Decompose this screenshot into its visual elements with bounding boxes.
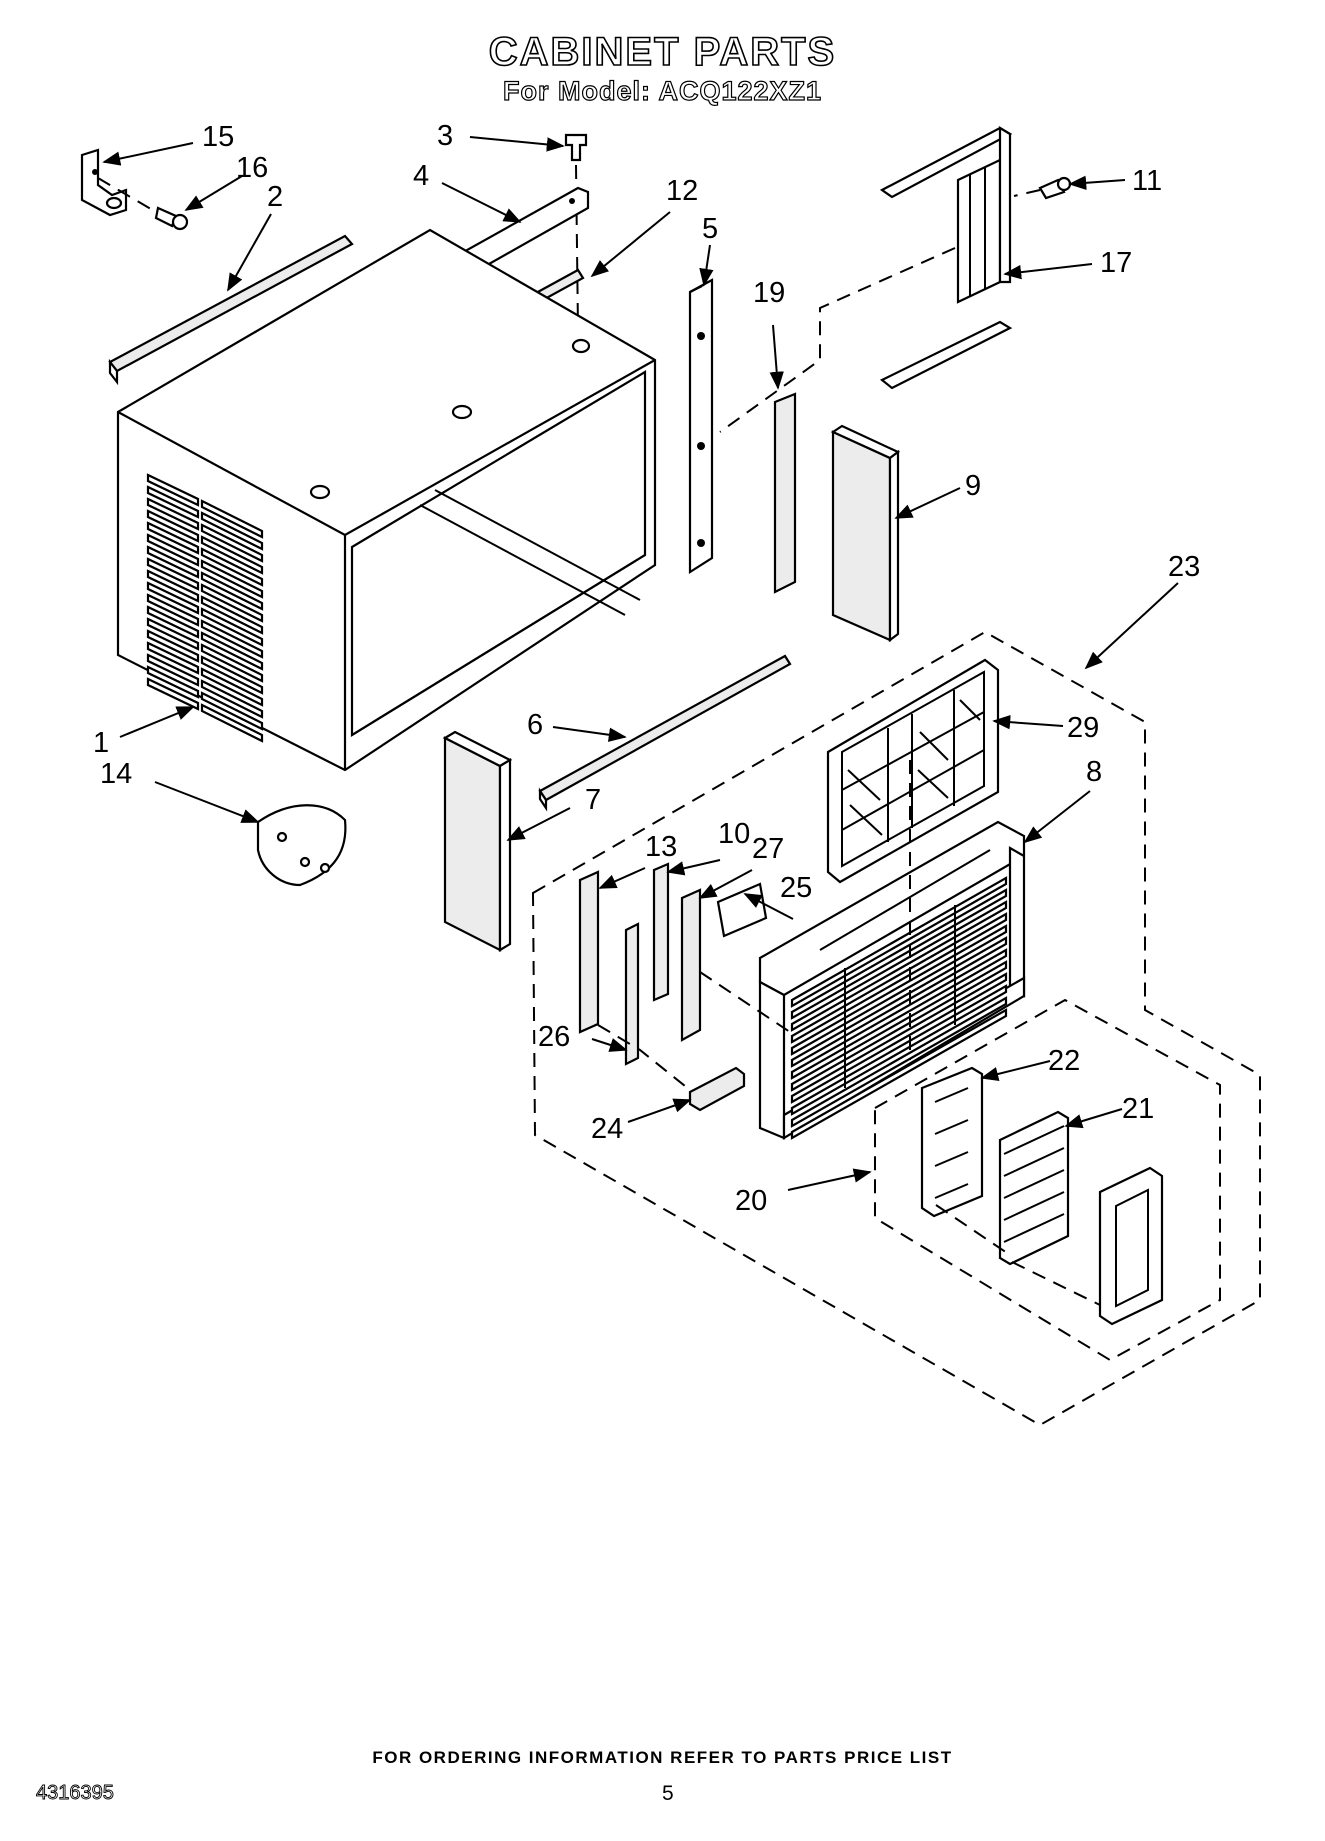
callout-21: 21 bbox=[1122, 1093, 1154, 1125]
callout-7: 7 bbox=[585, 784, 601, 816]
side-foam-panel bbox=[442, 730, 513, 952]
callout-25: 25 bbox=[780, 872, 812, 904]
louver-slat bbox=[146, 533, 264, 599]
grille-slat bbox=[790, 1008, 1008, 1140]
front-grille bbox=[758, 820, 1026, 1140]
callout-13: 13 bbox=[645, 831, 677, 863]
callout-20: 20 bbox=[735, 1185, 767, 1217]
callout-24: 24 bbox=[591, 1113, 623, 1145]
mounting-bracket bbox=[80, 148, 128, 217]
louver-slat bbox=[146, 581, 264, 647]
louver-slat bbox=[146, 557, 264, 623]
callout-9: 9 bbox=[965, 470, 981, 502]
callout-2: 2 bbox=[267, 181, 283, 213]
bottom-rail bbox=[538, 654, 792, 812]
callout-15: 15 bbox=[202, 121, 234, 153]
louver-bracket-22 bbox=[920, 1066, 984, 1218]
side-rail bbox=[108, 234, 354, 386]
foam-strip-10 bbox=[652, 862, 670, 1002]
louver-slat bbox=[146, 569, 264, 635]
air-filter bbox=[826, 658, 1000, 884]
louver-slat bbox=[146, 485, 264, 551]
callout-26: 26 bbox=[538, 1021, 570, 1053]
callout-8: 8 bbox=[1086, 756, 1102, 788]
callout-5: 5 bbox=[702, 213, 718, 245]
page-number: 5 bbox=[662, 1782, 674, 1805]
foam-strip-27 bbox=[680, 888, 702, 1042]
foam-block-24 bbox=[688, 1066, 746, 1112]
callout-6: 6 bbox=[527, 709, 543, 741]
louver-slat bbox=[146, 617, 264, 683]
louver-slat bbox=[146, 653, 264, 719]
frame-screw bbox=[1038, 176, 1072, 200]
document-number: 4316395 bbox=[36, 1782, 115, 1805]
louver-slat bbox=[146, 545, 264, 611]
label-25 bbox=[716, 882, 768, 938]
bracket-screw bbox=[154, 206, 189, 231]
grille-slat bbox=[790, 996, 1008, 1128]
page-title: CABINET PARTS bbox=[488, 29, 837, 75]
callout-10: 10 bbox=[718, 818, 750, 850]
foam-strip bbox=[773, 392, 797, 594]
side-frame bbox=[879, 126, 1013, 390]
leader-lines bbox=[102, 136, 1179, 1191]
louver-slat bbox=[146, 473, 264, 539]
foam-panel bbox=[830, 424, 901, 643]
louver-slat bbox=[146, 641, 264, 707]
louver-slat bbox=[146, 521, 264, 587]
callout-14: 14 bbox=[100, 758, 132, 790]
callout-23: 23 bbox=[1168, 551, 1200, 583]
foam-strip-13 bbox=[578, 870, 600, 1034]
louver-slat bbox=[146, 497, 264, 563]
ordering-note: FOR ORDERING INFORMATION REFER TO PARTS … bbox=[372, 1748, 953, 1767]
louver-slat bbox=[146, 605, 264, 671]
callout-4: 4 bbox=[413, 160, 429, 192]
cabinet-side-louvers bbox=[146, 473, 264, 743]
louver-slat bbox=[146, 629, 264, 695]
callout-27: 27 bbox=[752, 833, 784, 865]
callout-1: 1 bbox=[93, 727, 109, 759]
louver-slat bbox=[146, 665, 264, 731]
vertical-channel bbox=[688, 278, 714, 575]
callout-12: 12 bbox=[666, 175, 698, 207]
callout-29: 29 bbox=[1067, 712, 1099, 744]
callout-19: 19 bbox=[753, 277, 785, 309]
callout-17: 17 bbox=[1100, 247, 1132, 279]
callout-22: 22 bbox=[1048, 1045, 1080, 1077]
louver-slat bbox=[146, 509, 264, 575]
callout-11: 11 bbox=[1132, 165, 1162, 197]
cabinet-shell bbox=[116, 228, 657, 772]
hardware-bag bbox=[256, 804, 347, 887]
louver-slat bbox=[146, 677, 264, 743]
model-subtitle: For Model: ACQ122XZ1 bbox=[502, 75, 823, 106]
louver-frame bbox=[1098, 1166, 1164, 1326]
louver-set-21 bbox=[998, 1110, 1070, 1266]
callout-16: 16 bbox=[236, 152, 268, 184]
top-screw bbox=[564, 133, 588, 162]
callout-3: 3 bbox=[437, 120, 453, 152]
louver-slat bbox=[146, 593, 264, 659]
foam-strip-26 bbox=[624, 922, 640, 1066]
